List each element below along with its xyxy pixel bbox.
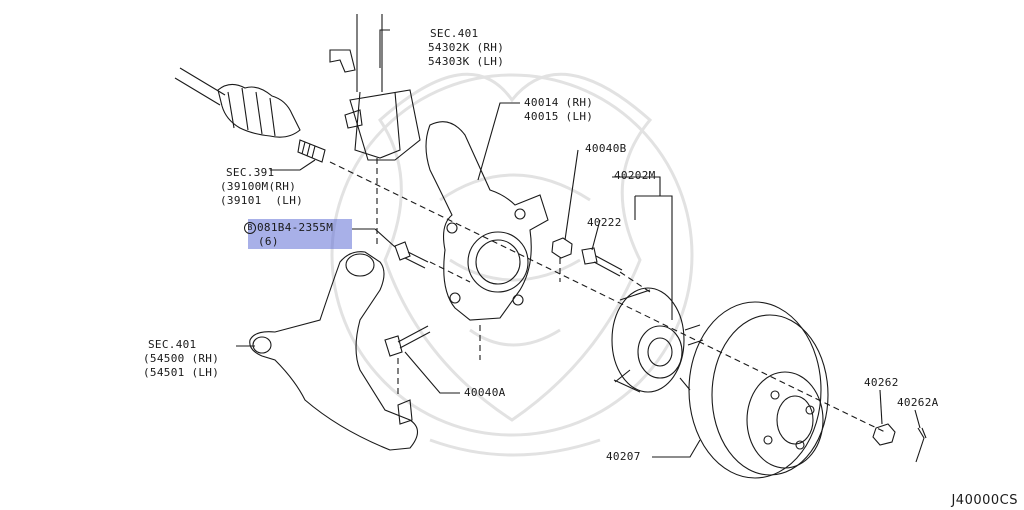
label-nut-40040b: 40040B xyxy=(585,142,627,155)
label-bolt-qty: (6) xyxy=(258,235,279,248)
label-strut-sec: SEC.401 xyxy=(430,27,479,40)
leader-lines xyxy=(236,29,921,458)
label-knuckle-rh: 40014 (RH) xyxy=(524,96,594,109)
label-arm-rh: (54500 (RH) xyxy=(143,352,220,365)
label-hub-bolt: 40222 xyxy=(587,216,622,229)
label-arm-sec: SEC.401 xyxy=(148,338,197,351)
diagram-code: J40000CS xyxy=(951,493,1018,508)
label-bolt-number: 081B4-2355M xyxy=(257,221,334,234)
label-shaft-rh: (39100M(RH) xyxy=(220,180,297,193)
label-knuckle-lh: 40015 (LH) xyxy=(524,110,594,123)
wheel-hub xyxy=(611,287,704,393)
label-hub-assy: 40202M xyxy=(614,169,656,182)
steering-knuckle xyxy=(425,121,549,321)
knuckle-bolt xyxy=(394,241,429,269)
b-marker-icon: B xyxy=(244,222,256,234)
label-rotor: 40207 xyxy=(606,450,641,463)
wheel-nut xyxy=(872,423,896,446)
arm-bolt xyxy=(384,325,431,357)
label-wheel-nut: 40262 xyxy=(864,376,899,389)
highlighted-callout[interactable] xyxy=(248,219,352,249)
brake-rotor xyxy=(688,301,829,479)
strut-assembly xyxy=(329,14,421,161)
label-arm-nut: 40040A xyxy=(464,386,506,399)
watermark-logo xyxy=(330,72,694,457)
label-shaft-sec: SEC.391 xyxy=(226,166,275,179)
label-shaft-lh: (39101 (LH) xyxy=(220,194,304,207)
lower-control-arm xyxy=(249,251,419,451)
nut-40040b xyxy=(551,237,573,259)
drive-shaft xyxy=(174,67,326,163)
assembly-center-lines xyxy=(329,158,886,433)
label-strut-rh: 54302K (RH) xyxy=(428,41,505,54)
label-cotter-pin: 40262A xyxy=(897,396,939,409)
cotter-pin xyxy=(915,427,927,463)
label-arm-lh: (54501 (LH) xyxy=(143,366,220,379)
hub-bolt xyxy=(581,247,623,277)
label-strut-lh: 54303K (LH) xyxy=(428,55,505,68)
